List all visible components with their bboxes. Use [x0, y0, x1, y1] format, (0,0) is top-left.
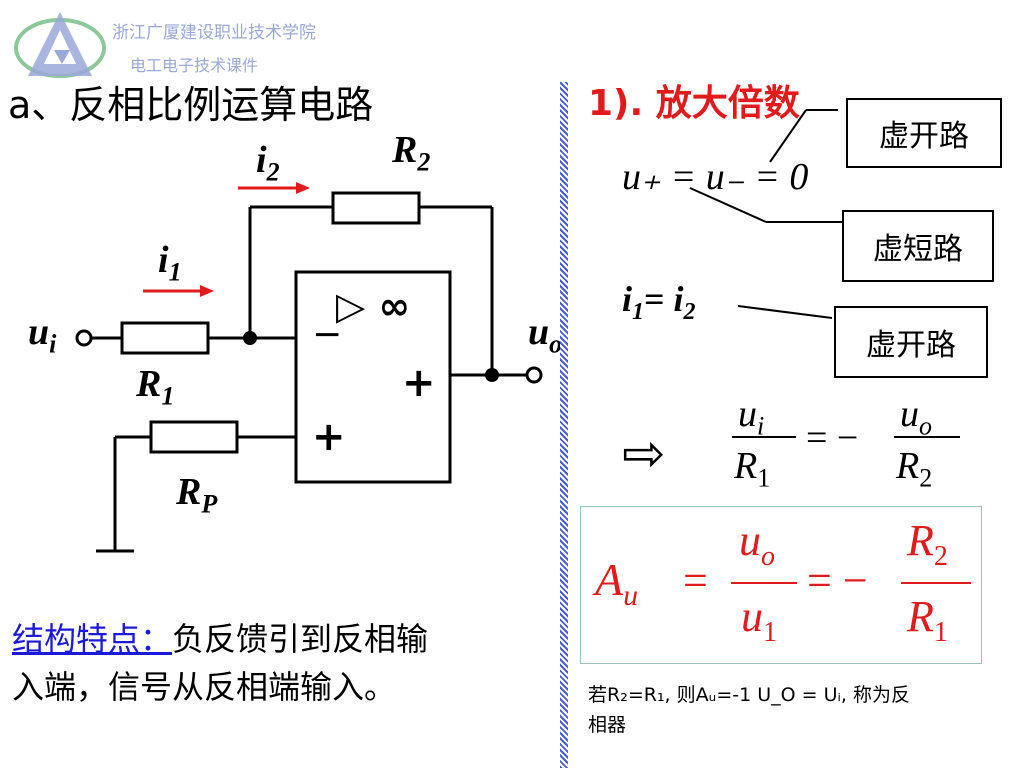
feature-label: 结构特点： — [12, 620, 173, 658]
label-i2: i2 — [256, 139, 280, 187]
column-divider — [560, 82, 568, 768]
opamp-symbol: ▷ ∞ — [336, 284, 411, 328]
fraction-equation: ui R1 = − uo R2 — [730, 392, 970, 504]
feature-line-2: 入端，信号从反相端输入。 — [12, 668, 397, 706]
label-uo: uo — [528, 311, 563, 359]
box-virtual-short: 虚短路 — [842, 210, 994, 282]
school-logo — [14, 12, 106, 78]
gain-formula-box: Au = uo u1 = − R2 R1 — [580, 506, 982, 664]
watermark-course: 电工电子技术课件 — [130, 56, 259, 75]
circuit-diagram — [75, 182, 543, 553]
gain-heading: 1). 放大倍数 — [588, 83, 800, 124]
feature-line-1: 结构特点：负反馈引到反相输 — [12, 620, 429, 658]
label-ui: ui — [28, 311, 57, 359]
opamp-plus-input: + — [312, 414, 346, 460]
opamp-plus-output: + — [402, 360, 436, 406]
annotation-lines — [689, 109, 842, 319]
opamp-minus: − — [312, 314, 343, 355]
equation-currents: i1= i2 — [622, 279, 696, 326]
section-title: a、反相比例运算电路 — [8, 83, 374, 127]
equation-virtual-ground: u₊ = u₋ = 0 — [622, 156, 809, 198]
label-i1: i1 — [158, 239, 182, 287]
label-RP: RP — [176, 471, 218, 519]
box-virtual-open-1: 虚开路 — [846, 98, 1002, 168]
implies-arrow: ⇨ — [622, 424, 666, 484]
label-R1: R1 — [136, 363, 175, 411]
label-R2: R2 — [392, 129, 431, 177]
watermark-school: 浙江广厦建设职业技术学院 — [112, 23, 316, 43]
box-virtual-open-2: 虚开路 — [834, 306, 988, 378]
note-line-1: 若R₂=R₁, 则Aᵤ=-1 U_O = Uᵢ, 称为反 — [588, 684, 910, 706]
note-line-2: 相器 — [588, 714, 627, 736]
